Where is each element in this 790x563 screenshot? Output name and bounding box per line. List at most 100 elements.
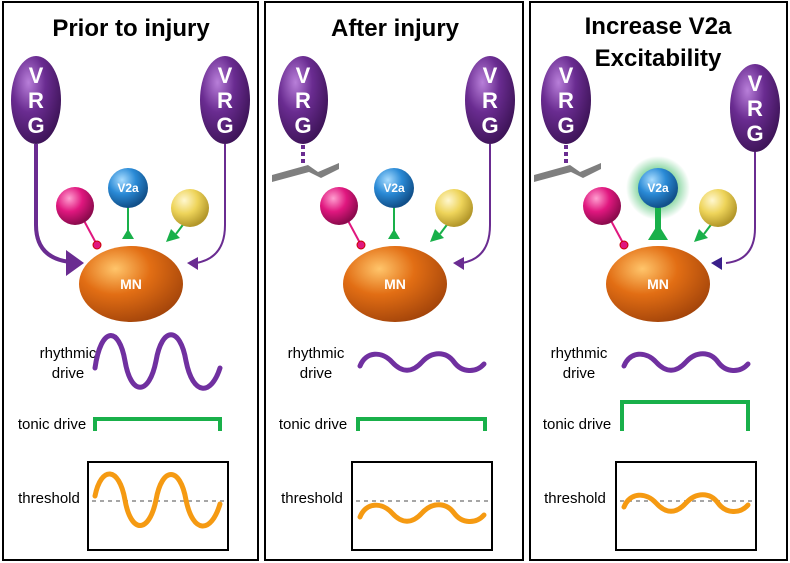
vrg-left-terminal: [66, 250, 84, 276]
v2a-terminal: [648, 224, 668, 240]
vrg-left: V R G: [541, 56, 591, 144]
vrg-letter: R: [295, 88, 311, 113]
vrg-right: V R G: [730, 64, 780, 152]
vrg-ellipse: [278, 56, 328, 144]
vrg-letter: R: [747, 96, 763, 121]
vrg-letter: V: [29, 63, 44, 88]
vrg-letter: G: [216, 113, 233, 138]
vrg-ellipse: [541, 56, 591, 144]
tonic-label: tonic drive: [18, 416, 86, 433]
vrg-letter: G: [294, 113, 311, 138]
v2a-terminal: [388, 229, 400, 239]
vrg-letter: V: [483, 63, 498, 88]
motor-output-trace: [621, 492, 751, 514]
threshold-label: threshold: [281, 490, 343, 507]
vrg-right: V R G: [200, 56, 250, 144]
vrg-letter: G: [27, 113, 44, 138]
panel-prior-to-injury: Prior to injury V R G V R G V2a: [2, 1, 259, 561]
vrg-ellipse: [465, 56, 515, 144]
mn-label: MN: [647, 276, 669, 292]
vrg-letter: R: [28, 88, 44, 113]
panel-after-injury: After injury V R G V R G V2a MN rhy: [264, 1, 524, 561]
inhibitory-interneuron: [56, 187, 94, 225]
v2a-label: V2a: [383, 181, 405, 195]
inhibitory-interneuron: [583, 187, 621, 225]
vrg-left-projection: [34, 144, 71, 264]
panel-title: Prior to injury: [52, 15, 210, 42]
vrg-ellipse: [200, 56, 250, 144]
motoneuron: [79, 246, 183, 322]
rhythmic-drive-trace: [92, 332, 223, 391]
vrg-left: V R G: [278, 56, 328, 144]
vrg-right: V R G: [465, 56, 515, 144]
threshold-label: threshold: [18, 490, 80, 507]
rhythmic-drive-trace: [621, 351, 751, 373]
rhythmic-label: drive: [52, 365, 85, 382]
tonic-drive-trace: [620, 400, 750, 431]
vrg-right-terminal: [187, 257, 198, 270]
vrg-right-projection: [725, 152, 756, 264]
vrg-ellipse: [11, 56, 61, 144]
tonic-label: tonic drive: [543, 416, 611, 433]
panel-frame: [529, 1, 788, 561]
motoneuron: [343, 246, 447, 322]
panel-frame: [264, 1, 524, 561]
inhibitory-terminal: [92, 240, 102, 250]
panel-increase-v2a-excitability: Increase V2a Excitability V R G V R G V2…: [529, 1, 788, 561]
v2a-label: V2a: [117, 181, 139, 195]
v2a-interneuron: [108, 168, 148, 208]
vrg-letter: G: [481, 113, 498, 138]
lesion-symbol: [272, 163, 339, 182]
panel-title: Excitability: [595, 45, 722, 72]
v2a-interneuron: [638, 168, 678, 208]
output-box: [351, 461, 493, 551]
inhibitory-interneuron: [320, 187, 358, 225]
excitatory-terminal: [694, 229, 708, 242]
tonic-drive-trace: [356, 417, 487, 431]
output-box: [615, 461, 757, 551]
tonic-drive-trace: [93, 417, 222, 431]
v2a-terminal: [122, 229, 134, 239]
v2a-label: V2a: [647, 181, 669, 195]
excitatory-terminal: [166, 229, 180, 242]
vrg-left: V R G: [11, 56, 61, 144]
mn-label: MN: [120, 276, 142, 292]
panel-title: After injury: [331, 15, 460, 42]
mn-label: MN: [384, 276, 406, 292]
vrg-letter: R: [558, 88, 574, 113]
vrg-letter: G: [557, 113, 574, 138]
rhythmic-label: rhythmic: [551, 345, 608, 362]
vrg-letter: R: [482, 88, 498, 113]
rhythmic-label: rhythmic: [288, 345, 345, 362]
excitatory-interneuron: [699, 189, 737, 227]
output-box: [87, 461, 229, 551]
rhythmic-label: rhythmic: [40, 345, 97, 362]
excitatory-terminal: [430, 229, 444, 242]
inhibitory-terminal: [356, 240, 366, 250]
rhythmic-drive-trace: [357, 351, 487, 373]
motor-output-trace: [357, 502, 487, 524]
threshold-label: threshold: [544, 490, 606, 507]
excitatory-interneuron: [171, 189, 209, 227]
vrg-letter: V: [218, 63, 233, 88]
tonic-label: tonic drive: [279, 416, 347, 433]
vrg-letter: V: [559, 63, 574, 88]
vrg-right-projection: [461, 144, 491, 264]
vrg-letter: V: [296, 63, 311, 88]
rhythmic-label: drive: [563, 365, 596, 382]
v2a-interneuron: [374, 168, 414, 208]
excitatory-interneuron: [435, 189, 473, 227]
rhythmic-label: drive: [300, 365, 333, 382]
motor-output-trace: [92, 471, 223, 529]
vrg-right-terminal: [711, 257, 722, 270]
vrg-letter: V: [748, 71, 763, 96]
inhibitory-terminal: [619, 240, 629, 250]
vrg-letter: G: [746, 121, 763, 146]
vrg-right-terminal: [453, 257, 464, 270]
panel-title: Increase V2a: [585, 13, 732, 40]
vrg-right-projection: [195, 144, 226, 264]
panel-frame: [2, 1, 259, 561]
vrg-ellipse: [730, 64, 780, 152]
vrg-letter: R: [217, 88, 233, 113]
